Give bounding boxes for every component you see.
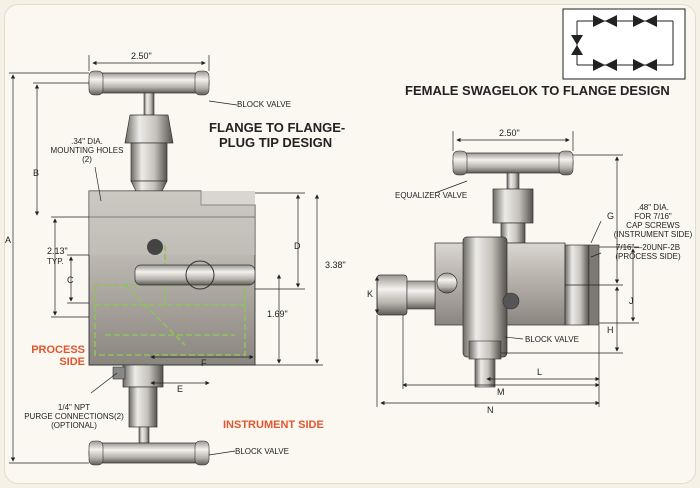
process-side-line-1: PROCESS — [31, 344, 85, 356]
purge-line-3: (OPTIONAL) — [51, 421, 97, 430]
purge-connections-label: 1/4" NPT PURGE CONNECTIONS(2) (OPTIONAL) — [19, 403, 129, 430]
dimension-f: F — [201, 358, 207, 368]
dimension-b: B — [33, 168, 40, 178]
mounting-holes-line-3: (2) — [82, 155, 92, 164]
left-block-valve-top-label: BLOCK VALVE — [237, 100, 291, 109]
unf-line-2: (PROCESS SIDE) — [615, 252, 681, 261]
dimension-h: H — [607, 325, 614, 335]
cap-screws-line-3: CAP SCREWS — [626, 221, 680, 230]
dimension-n: N — [487, 405, 494, 415]
dimension-e: E — [177, 384, 184, 394]
purge-line-1: 1/4" NPT — [57, 403, 91, 412]
purge-line-2: PURGE CONNECTIONS(2) — [24, 412, 124, 421]
instrument-side-label: INSTRUMENT SIDE — [223, 419, 324, 431]
dimension-a: A — [5, 235, 12, 245]
unf-line-1: 7/16"—20UNF-2B — [615, 243, 681, 252]
right-dimension-lines — [374, 131, 639, 407]
dimension-g: G — [607, 211, 615, 221]
left-dimension-lines — [9, 55, 323, 464]
left-width-dimension: 2.50" — [131, 51, 152, 61]
cap-screws-line-4: (INSTRUMENT SIDE) — [613, 230, 693, 239]
unf-label: 7/16"—20UNF-2B (PROCESS SIDE) — [603, 243, 693, 261]
dimension-d: D — [294, 241, 301, 251]
process-side-line-2: SIDE — [59, 356, 85, 368]
female-design-title: FEMALE SWAGELOK TO FLANGE DESIGN — [405, 83, 670, 98]
dimension-j: J — [629, 296, 634, 306]
dimension-338: 3.38" — [325, 260, 346, 270]
drawing-sheet: FEMALE SWAGELOK TO FLANGE DESIGN FLANGE … — [4, 4, 696, 484]
cap-screws-label: .48" DIA. FOR 7/16" CAP SCREWS (INSTRUME… — [613, 203, 693, 239]
technical-drawing — [9, 8, 686, 466]
dimension-l: L — [537, 367, 543, 377]
left-valve-view — [88, 70, 256, 466]
right-block-valve-label: BLOCK VALVE — [525, 335, 579, 344]
dimension-c: C — [67, 275, 74, 285]
valve-schematic-icon — [562, 8, 686, 80]
typ-label: TYP. — [47, 257, 64, 266]
cap-screws-line-2: FOR 7/16" — [634, 212, 672, 221]
typ-value: 2.13" — [47, 246, 68, 256]
flange-design-title-1: FLANGE TO FLANGE- — [209, 120, 346, 135]
dimension-169: 1.69" — [267, 309, 288, 319]
mounting-holes-line-2: MOUNTING HOLES — [50, 146, 124, 155]
cap-screws-line-1: .48" DIA. — [637, 203, 669, 212]
dimension-k: K — [367, 289, 374, 299]
dimension-m: M — [497, 387, 505, 397]
flange-design-title-2: PLUG TIP DESIGN — [219, 135, 333, 150]
process-side-label: PROCESS SIDE — [15, 344, 85, 368]
mounting-holes-label: .34" DIA. MOUNTING HOLES (2) — [47, 137, 127, 164]
left-block-valve-bottom-label: BLOCK VALVE — [235, 447, 289, 456]
mounting-holes-line-1: .34" DIA. — [71, 137, 103, 146]
equalizer-valve-label: EQUALIZER VALVE — [395, 191, 468, 200]
right-width-dimension: 2.50" — [499, 128, 520, 138]
right-valve-view — [376, 150, 600, 388]
